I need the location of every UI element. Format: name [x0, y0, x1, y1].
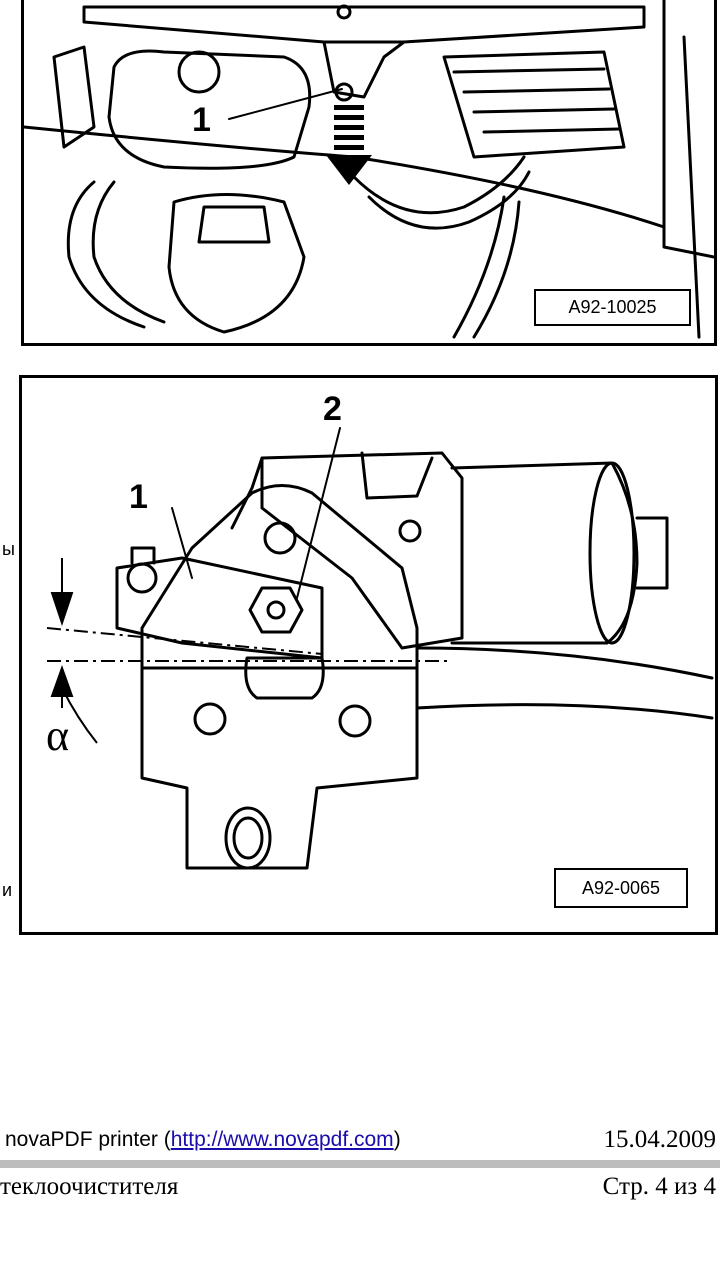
edge-text-lower: и	[2, 880, 13, 900]
wiper-motor-drawing	[46, 427, 714, 870]
printer-suffix: )	[393, 1128, 401, 1151]
callout-1: 1	[129, 478, 148, 516]
callout-1: 1	[192, 101, 211, 139]
figure-id-label: A92-10025	[534, 289, 691, 326]
page-number: Стр. 4 из 4	[602, 1173, 716, 1200]
novapdf-link[interactable]: http://www.novapdf.com	[170, 1128, 394, 1151]
document-title: теклоочистителя	[0, 1173, 179, 1200]
printer-credit: novaPDF printer (http://www.novapdf.com)	[5, 1128, 401, 1152]
figure-id-label: A92-0065	[554, 868, 688, 908]
edge-text-upper: ы	[2, 539, 15, 559]
print-date: 15.04.2009	[603, 1126, 717, 1153]
angle-alpha-label: α	[46, 711, 70, 760]
figure-engine-bay: 1 A92-10025	[21, 0, 717, 346]
engine-bay-drawing	[24, 0, 714, 339]
printer-prefix: novaPDF printer (	[5, 1128, 171, 1151]
footer-divider	[0, 1160, 720, 1168]
figure-wiper-motor: 1 2 α A92-0065	[19, 375, 718, 935]
callout-2: 2	[323, 390, 342, 428]
